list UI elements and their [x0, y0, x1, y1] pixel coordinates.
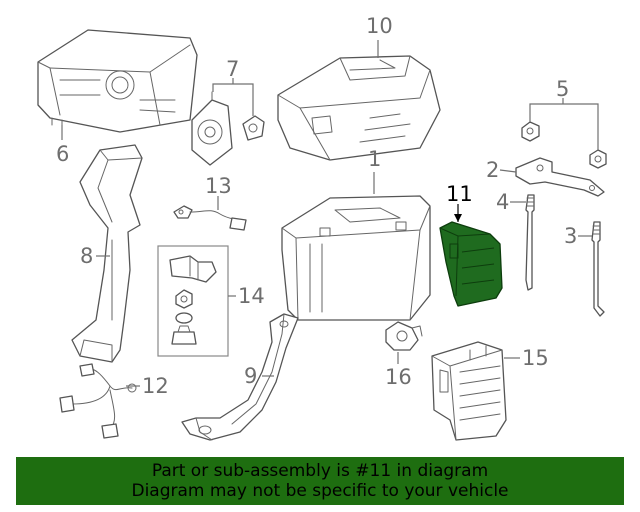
- callout-11[interactable]: 11: [446, 182, 473, 206]
- part-3-rod[interactable]: [591, 221, 605, 317]
- part-16-sensor[interactable]: [385, 321, 423, 351]
- banner-background: [16, 457, 624, 505]
- part-12-wiring-harness[interactable]: [59, 363, 137, 439]
- part-4-rod[interactable]: [525, 194, 535, 291]
- part-8-air-duct[interactable]: [71, 144, 143, 363]
- callout-1[interactable]: 1: [368, 147, 381, 171]
- callout-16[interactable]: 16: [385, 365, 412, 389]
- callout-15[interactable]: 15: [522, 346, 549, 370]
- part-1-battery[interactable]: [281, 195, 431, 321]
- callout-14[interactable]: 14: [238, 284, 265, 308]
- callout-9[interactable]: 9: [244, 364, 257, 388]
- part-10-battery-cover[interactable]: [277, 55, 441, 161]
- callout-2[interactable]: 2: [486, 158, 499, 182]
- part-2-hold-down-bracket[interactable]: [515, 157, 605, 197]
- callout-5[interactable]: 5: [556, 77, 569, 101]
- part-7-relay[interactable]: [191, 91, 265, 166]
- part-6-battery-tray[interactable]: [37, 29, 198, 133]
- part-9-support-strut[interactable]: [181, 313, 299, 441]
- callout-13[interactable]: 13: [205, 174, 232, 198]
- callout-6[interactable]: 6: [56, 142, 69, 166]
- part-11-highlighted[interactable]: [439, 221, 503, 307]
- callout-7[interactable]: 7: [226, 57, 239, 81]
- callout-8[interactable]: 8: [80, 244, 93, 268]
- part-14-fastener-group[interactable]: [157, 245, 229, 357]
- banner-line-1: Part or sub-assembly is #11 in diagram: [151, 461, 489, 481]
- notice-banner: Part or sub-assembly is #11 in diagram D…: [16, 457, 624, 505]
- part-13-cable[interactable]: [173, 205, 247, 231]
- callout-4[interactable]: 4: [496, 190, 509, 214]
- part-15-fuse-block[interactable]: [431, 341, 507, 441]
- callout-10[interactable]: 10: [366, 14, 393, 38]
- banner-line-2: Diagram may not be specific to your vehi…: [131, 481, 509, 501]
- callout-12[interactable]: 12: [142, 374, 169, 398]
- callout-3[interactable]: 3: [564, 224, 577, 248]
